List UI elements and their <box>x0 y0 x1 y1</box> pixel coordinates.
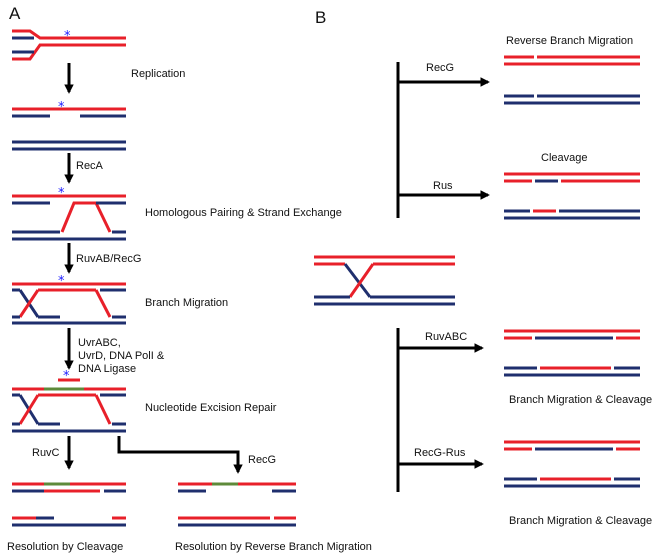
lower-bracket <box>396 328 484 492</box>
label-ner-enzymes-1: UvrABC, <box>78 337 121 349</box>
label-bm-cleavage-1: Branch Migration & Cleavage <box>509 394 653 406</box>
label-recg-a: RecG <box>248 454 277 466</box>
svg-text:*: * <box>64 29 71 44</box>
panel-b-diagram <box>314 55 640 492</box>
ruvabc-products <box>504 329 640 377</box>
panel-a-letter: A <box>9 4 21 23</box>
label-branch-migration: Branch Migration <box>145 297 229 309</box>
label-reca: RecA <box>76 160 103 172</box>
excision-repair: * <box>12 369 126 433</box>
panel-a-diagram: * * * <box>12 29 296 527</box>
recg-products <box>504 55 640 105</box>
label-recg-b: RecG <box>426 62 455 74</box>
label-reverse-branch-migration: Reverse Branch Migration <box>506 35 634 47</box>
center-holliday-junction <box>314 255 455 306</box>
label-ruvab-recg: RuvAB/RecG <box>76 253 142 265</box>
label-nucleotide-excision-repair: Nucleotide Excision Repair <box>145 402 277 414</box>
reverse-migration-products <box>178 482 296 527</box>
label-resolution-reverse: Resolution by Reverse Branch Migration <box>175 541 372 553</box>
rus-products <box>504 172 640 220</box>
holliday-junction: * <box>12 274 126 325</box>
cleavage-products <box>12 482 126 527</box>
label-homologous-pairing: Homologous Pairing & Strand Exchange <box>145 207 342 219</box>
replication-fork: * <box>12 29 126 61</box>
strand-exchange: * <box>12 186 126 241</box>
panel-a-arrows <box>64 63 243 474</box>
svg-text:*: * <box>63 369 70 384</box>
label-recg-rus: RecG-Rus <box>414 447 466 459</box>
label-ruvc: RuvC <box>32 447 60 459</box>
upper-bracket <box>396 62 490 218</box>
panel-b-letter: B <box>315 8 327 27</box>
label-rus: Rus <box>433 180 453 192</box>
label-ner-enzymes-3: DNA Ligase <box>78 363 137 375</box>
label-bm-cleavage-2: Branch Migration & Cleavage <box>509 515 653 527</box>
label-ruvabc: RuvABC <box>425 331 468 343</box>
label-replication: Replication <box>131 68 186 80</box>
svg-text:*: * <box>58 186 65 201</box>
label-cleavage: Cleavage <box>541 152 588 164</box>
recg-rus-products <box>504 440 640 488</box>
label-ner-enzymes-2: UvrD, DNA PolI & <box>78 350 165 362</box>
label-resolution-cleavage: Resolution by Cleavage <box>7 541 124 553</box>
svg-text:*: * <box>58 100 65 115</box>
gapped-duplex: * <box>12 100 126 151</box>
svg-text:*: * <box>58 274 65 289</box>
